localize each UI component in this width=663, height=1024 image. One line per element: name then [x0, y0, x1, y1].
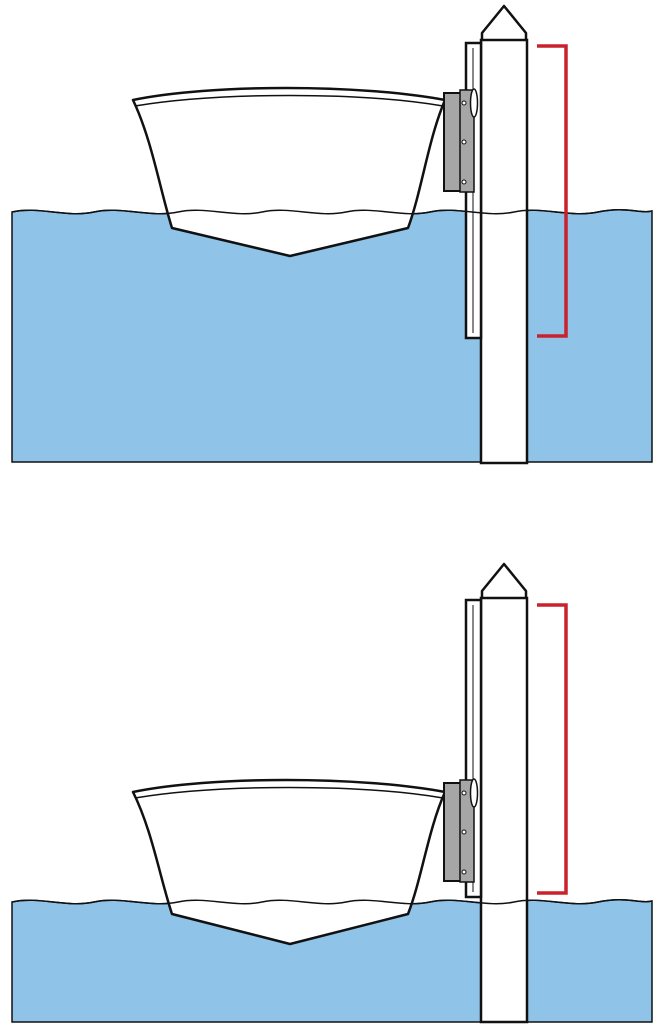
diagram-panel-high-water — [11, 4, 653, 465]
diagram-panel-low-water — [11, 562, 653, 1024]
boat — [131, 86, 447, 258]
boat-hull — [131, 86, 447, 258]
waterline — [11, 208, 653, 215]
piling-cap — [480, 4, 528, 46]
cleat — [469, 778, 479, 808]
slide-bracket — [443, 88, 479, 193]
piling-post — [479, 596, 529, 1024]
waterline — [11, 898, 653, 905]
piling — [479, 562, 529, 1024]
boat — [131, 778, 447, 946]
piling — [479, 4, 529, 465]
boat-hull — [131, 778, 447, 946]
boat-gunwale — [134, 786, 444, 799]
travel-range-marker — [537, 603, 568, 895]
boat-gunwale — [134, 94, 444, 107]
piling-cap — [480, 562, 528, 604]
cleat — [469, 88, 479, 118]
piling-post — [479, 38, 529, 465]
travel-range-marker — [537, 44, 568, 338]
slide-bracket — [443, 778, 479, 883]
